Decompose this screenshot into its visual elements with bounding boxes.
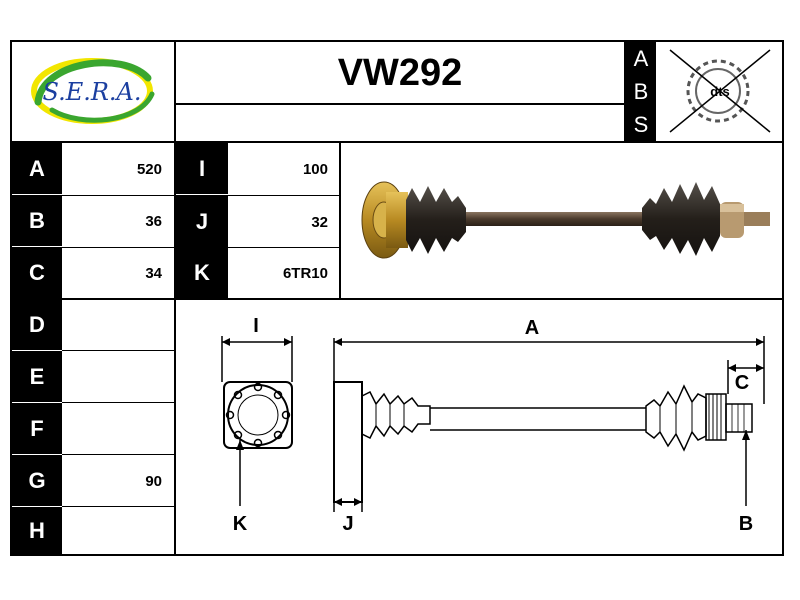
- brand-logo-text: S.E.R.A.: [42, 78, 141, 106]
- gear-icon: [686, 59, 750, 123]
- dts-logo-crossed: dts: [658, 42, 782, 140]
- spec-value-g: 90: [145, 472, 162, 490]
- divider: [62, 195, 340, 196]
- divider: [62, 247, 340, 248]
- abs-letter-s: S: [626, 108, 656, 141]
- spec-key-c: C: [12, 247, 62, 298]
- spec-table-left: A 520 B 36 C 34 D E F G 90 H: [12, 143, 174, 554]
- spec-key-f: F: [12, 403, 62, 454]
- spec-value-b: 36: [145, 212, 162, 230]
- spec-value-a: 520: [136, 160, 162, 178]
- spec-value-d: [62, 299, 174, 351]
- spec-key-a: A: [12, 143, 62, 194]
- divider: [174, 40, 176, 142]
- divider: [62, 350, 174, 351]
- dim-label-b: B: [739, 513, 753, 535]
- spec-value-e: [62, 351, 174, 403]
- divider: [624, 40, 626, 142]
- dim-label-a: A: [525, 317, 539, 339]
- spec-value-k: 6TR10: [282, 264, 328, 282]
- divider: [10, 141, 784, 143]
- spec-key-k: K: [176, 248, 228, 298]
- dim-label-c: C: [735, 372, 749, 394]
- drive-shaft-photo: [342, 144, 782, 298]
- spec-key-b: B: [12, 195, 62, 246]
- divider: [174, 103, 624, 105]
- divider: [10, 298, 784, 300]
- brand-logo: S.E.R.A.: [12, 42, 174, 140]
- dim-label-j: J: [342, 513, 353, 535]
- abs-letter-a: A: [626, 42, 656, 75]
- spec-key-h: H: [12, 507, 62, 554]
- divider: [174, 143, 176, 555]
- divider: [62, 402, 174, 403]
- spec-value-j: 32: [311, 213, 328, 231]
- dimension-diagram: I K A C: [176, 300, 782, 554]
- spec-key-g: G: [12, 455, 62, 506]
- spec-key-d: D: [12, 299, 62, 350]
- spec-key-i: I: [176, 143, 228, 194]
- spec-key-j: J: [176, 196, 228, 247]
- abs-letter-b: B: [626, 75, 656, 108]
- spec-value-f: [62, 403, 174, 455]
- spec-value-i: 100: [302, 160, 328, 178]
- divider: [62, 506, 174, 507]
- divider: [339, 143, 341, 299]
- dim-label-i: I: [253, 315, 259, 337]
- dim-label-k: K: [233, 513, 248, 535]
- spec-value-h: [62, 507, 174, 554]
- spec-key-e: E: [12, 351, 62, 402]
- spec-value-c: 34: [145, 264, 162, 282]
- part-code: VW292: [337, 51, 463, 94]
- divider: [62, 454, 174, 455]
